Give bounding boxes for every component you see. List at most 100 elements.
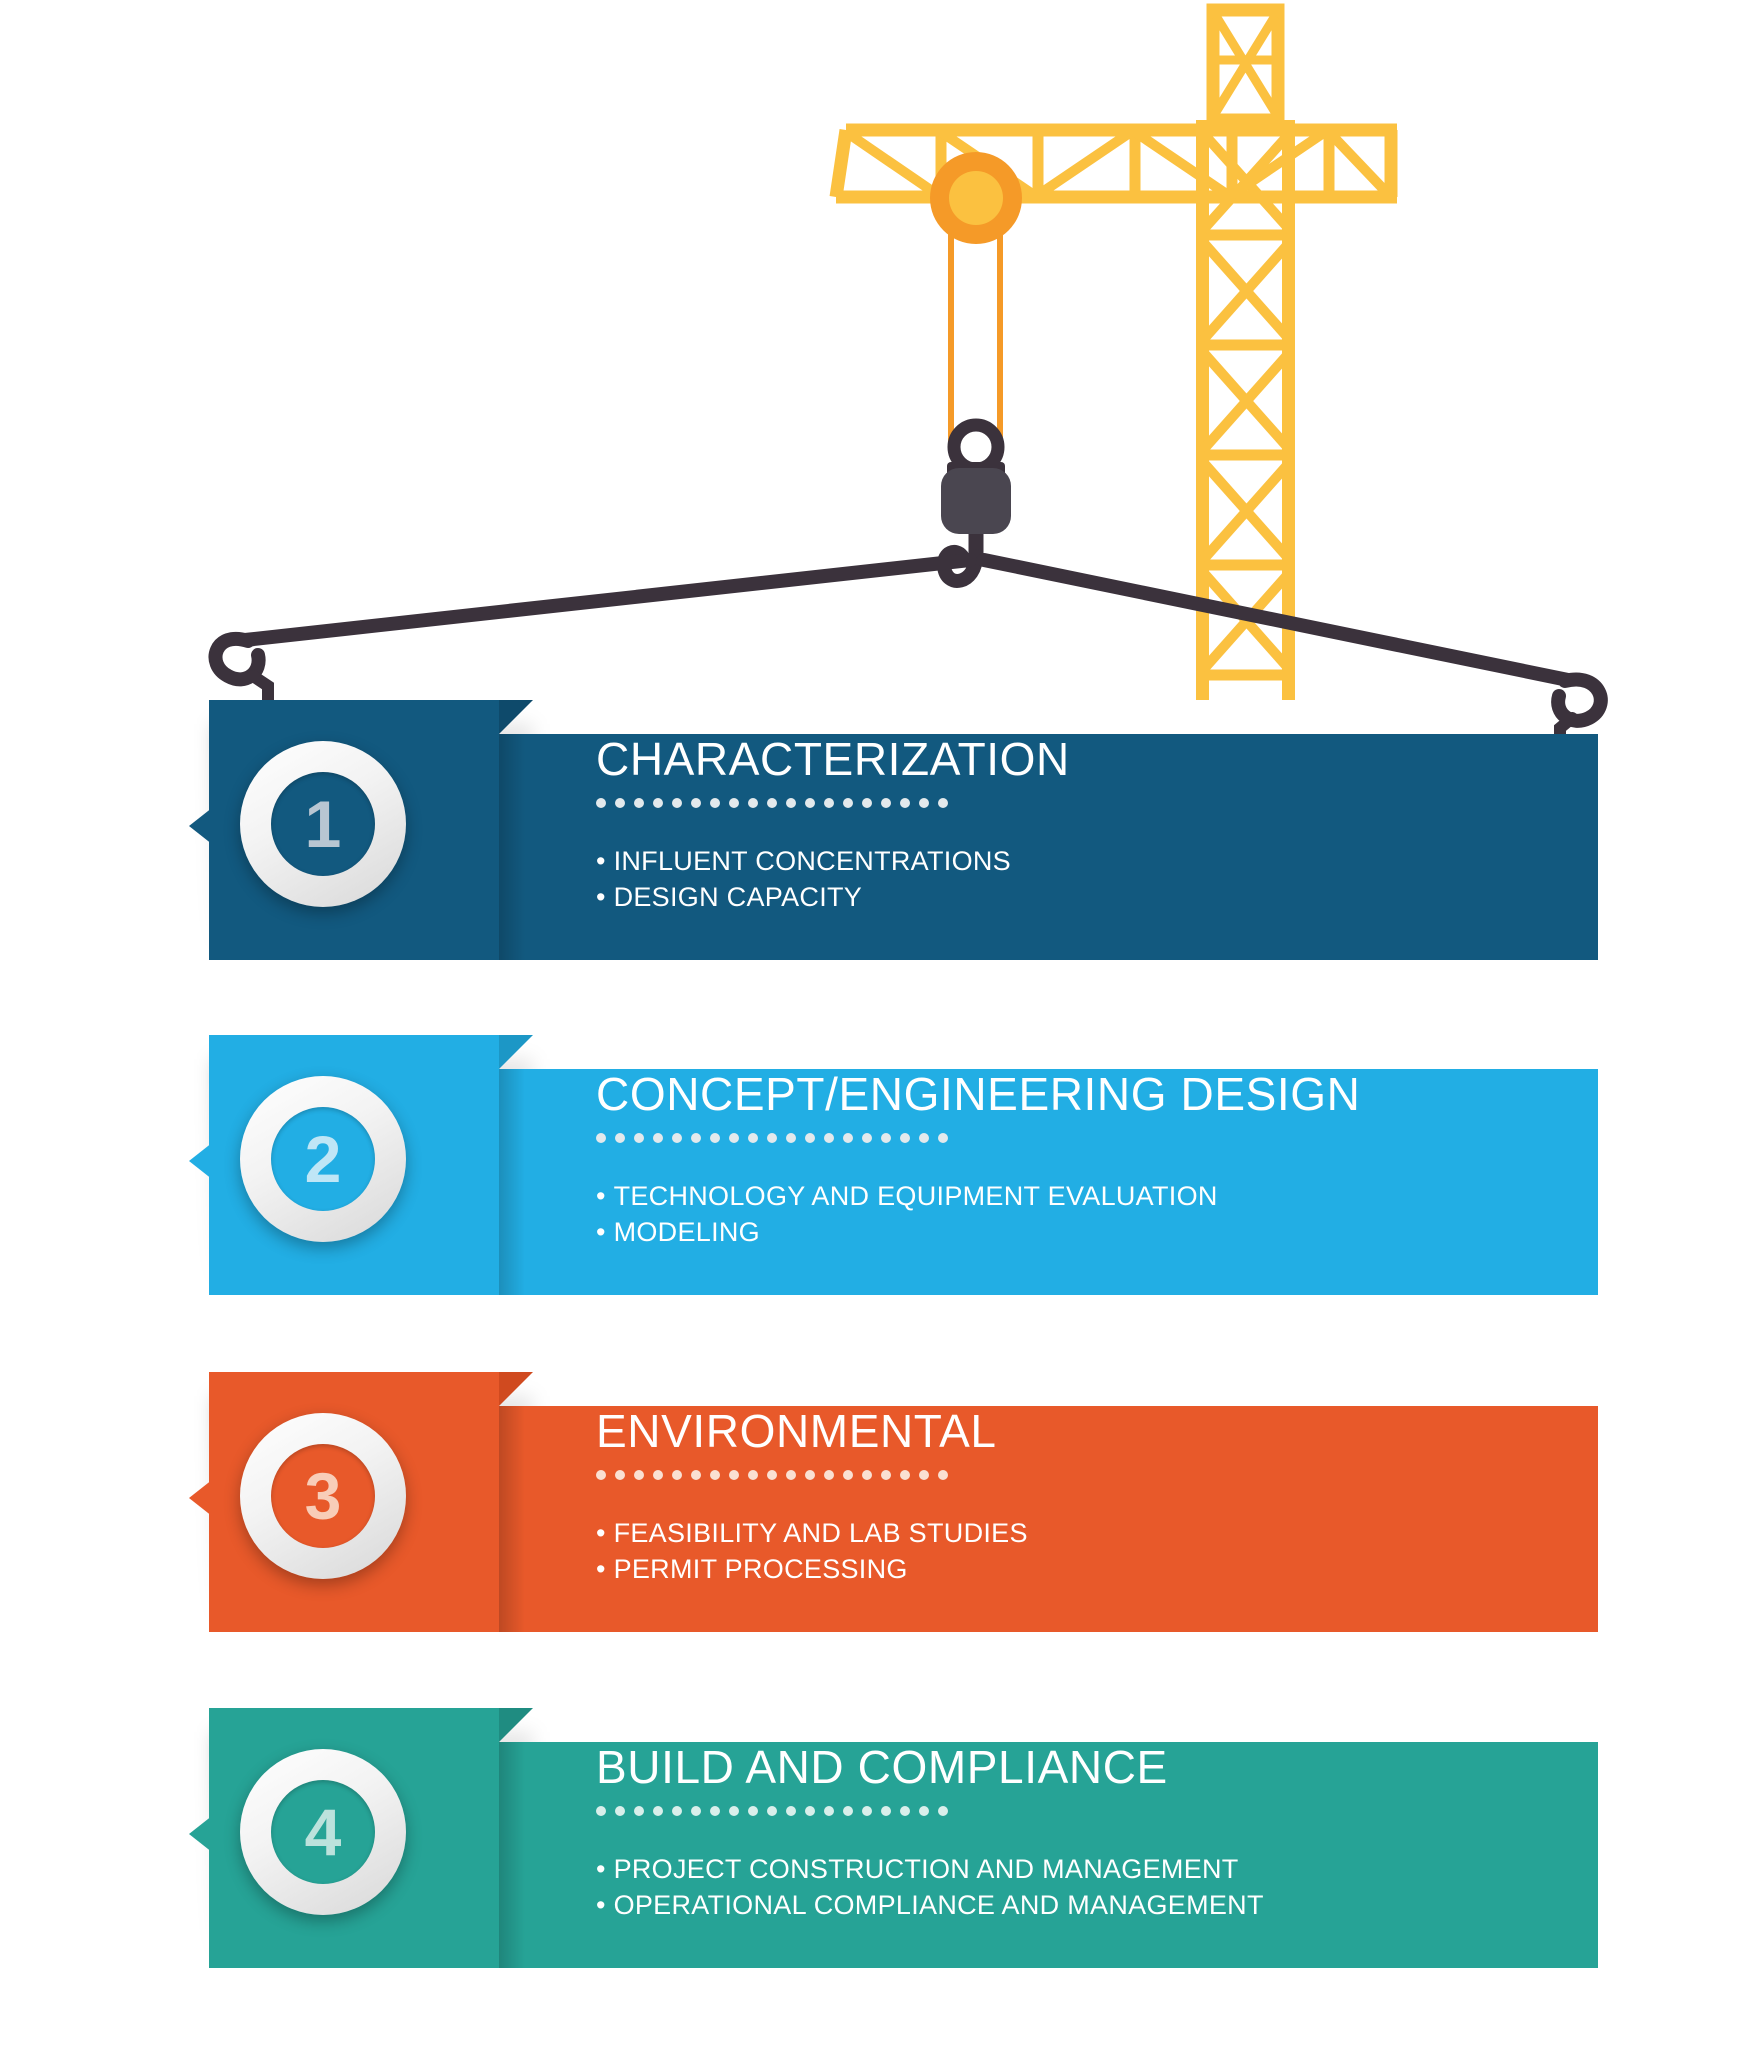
step-row-4-inner-shade [499, 1742, 525, 1968]
divider-dot [786, 798, 796, 808]
divider-dot [729, 1133, 739, 1143]
divider-dot [653, 1806, 663, 1816]
divider-dot [710, 1470, 720, 1480]
step-badge-4-inner: 4 [271, 1780, 375, 1884]
divider-dot [710, 798, 720, 808]
step-bullets-1: INFLUENT CONCENTRATIONS DESIGN CAPACITY [596, 844, 1070, 916]
divider-dot [900, 1133, 910, 1143]
divider-dot [805, 1806, 815, 1816]
divider-dot [672, 798, 682, 808]
step-bullets-2: TECHNOLOGY AND EQUIPMENT EVALUATION MODE… [596, 1179, 1360, 1251]
divider-dot [748, 1470, 758, 1480]
divider-dot [919, 1806, 929, 1816]
divider-dot [615, 1806, 625, 1816]
rigging-cables [208, 544, 1608, 748]
divider-dot [691, 1806, 701, 1816]
divider-dot [672, 1470, 682, 1480]
step-badge-2-number: 2 [304, 1122, 342, 1196]
divider-dot [938, 1470, 948, 1480]
divider-dot [938, 1806, 948, 1816]
step-badge-3[interactable]: 3 [240, 1413, 406, 1579]
divider-dot [767, 1806, 777, 1816]
divider-dot [653, 1133, 663, 1143]
divider-dot [862, 798, 872, 808]
divider-dot [843, 798, 853, 808]
divider-dot [710, 1133, 720, 1143]
step-row-2-inner-shade [499, 1069, 525, 1295]
step-badge-4[interactable]: 4 [240, 1749, 406, 1915]
step-bullet-3-0: FEASIBILITY AND LAB STUDIES [596, 1516, 1028, 1552]
step-row-4-bevel [499, 1708, 533, 1742]
divider-dot [900, 1470, 910, 1480]
divider-dot [615, 1470, 625, 1480]
divider-dot [615, 1133, 625, 1143]
divider-dot [596, 1806, 606, 1816]
step-row-3-bevel [499, 1372, 533, 1406]
divider-dot [729, 798, 739, 808]
step-bullets-3: FEASIBILITY AND LAB STUDIES PERMIT PROCE… [596, 1516, 1028, 1588]
step-badge-2-inner: 2 [271, 1107, 375, 1211]
step-badge-4-number: 4 [304, 1795, 342, 1869]
step-content-1: CHARACTERIZATION INFLUENT CONCENTRATIONS… [596, 736, 1070, 916]
step-divider-dots-2 [596, 1133, 976, 1145]
step-row-4[interactable]: 4 BUILD AND COMPLIANCE PROJECT CONSTRUCT… [0, 1708, 1756, 1992]
step-badge-1-number: 1 [304, 787, 342, 861]
divider-dot [824, 1806, 834, 1816]
step-row-3-inner-shade [499, 1406, 525, 1632]
divider-dot [786, 1133, 796, 1143]
divider-dot [824, 1133, 834, 1143]
step-bullet-2-1: MODELING [596, 1215, 1360, 1251]
step-bullet-4-0: PROJECT CONSTRUCTION AND MANAGEMENT [596, 1852, 1264, 1888]
divider-dot [919, 1470, 929, 1480]
divider-dot [672, 1133, 682, 1143]
divider-dot [748, 798, 758, 808]
divider-dot [919, 798, 929, 808]
divider-dot [805, 1133, 815, 1143]
step-badge-2[interactable]: 2 [240, 1076, 406, 1242]
divider-dot [596, 1470, 606, 1480]
divider-dot [767, 1470, 777, 1480]
step-row-1[interactable]: 1 CHARACTERIZATION INFLUENT CONCENTRATIO… [0, 700, 1756, 984]
divider-dot [938, 798, 948, 808]
divider-dot [634, 1470, 644, 1480]
divider-dot [843, 1133, 853, 1143]
divider-dot [881, 798, 891, 808]
step-content-4: BUILD AND COMPLIANCE PROJECT CONSTRUCTIO… [596, 1744, 1264, 1924]
divider-dot [596, 1133, 606, 1143]
divider-dot [862, 1470, 872, 1480]
step-divider-dots-3 [596, 1470, 976, 1482]
divider-dot [786, 1806, 796, 1816]
divider-dot [729, 1470, 739, 1480]
step-bullet-4-1: OPERATIONAL COMPLIANCE AND MANAGEMENT [596, 1888, 1264, 1924]
divider-dot [691, 1133, 701, 1143]
step-row-3[interactable]: 3 ENVIRONMENTAL FEASIBILITY AND LAB STUD… [0, 1372, 1756, 1656]
divider-dot [881, 1133, 891, 1143]
divider-dot [786, 1470, 796, 1480]
divider-dot [881, 1806, 891, 1816]
step-badge-1[interactable]: 1 [240, 741, 406, 907]
step-bullet-3-1: PERMIT PROCESSING [596, 1552, 1028, 1588]
step-badge-3-number: 3 [304, 1459, 342, 1533]
step-title-1: CHARACTERIZATION [596, 733, 1070, 785]
step-row-2-bevel [499, 1035, 533, 1069]
step-bullet-1-1: DESIGN CAPACITY [596, 880, 1070, 916]
step-content-2: CONCEPT/ENGINEERING DESIGN TECHNOLOGY AN… [596, 1071, 1360, 1251]
step-row-1-bevel [499, 700, 533, 734]
divider-dot [634, 1806, 644, 1816]
step-row-1-inner-shade [499, 734, 525, 960]
divider-dot [710, 1806, 720, 1816]
divider-dot [919, 1133, 929, 1143]
step-bullet-1-0: INFLUENT CONCENTRATIONS [596, 844, 1070, 880]
step-content-3: ENVIRONMENTAL FEASIBILITY AND LAB STUDIE… [596, 1408, 1028, 1588]
divider-dot [653, 798, 663, 808]
step-bullet-2-0: TECHNOLOGY AND EQUIPMENT EVALUATION [596, 1179, 1360, 1215]
divider-dot [824, 1470, 834, 1480]
divider-dot [653, 1470, 663, 1480]
divider-dot [862, 1133, 872, 1143]
step-title-3: ENVIRONMENTAL [596, 1405, 997, 1457]
divider-dot [748, 1806, 758, 1816]
divider-dot [634, 1133, 644, 1143]
divider-dot [824, 798, 834, 808]
divider-dot [634, 798, 644, 808]
step-row-2[interactable]: 2 CONCEPT/ENGINEERING DESIGN TECHNOLOGY … [0, 1035, 1756, 1319]
